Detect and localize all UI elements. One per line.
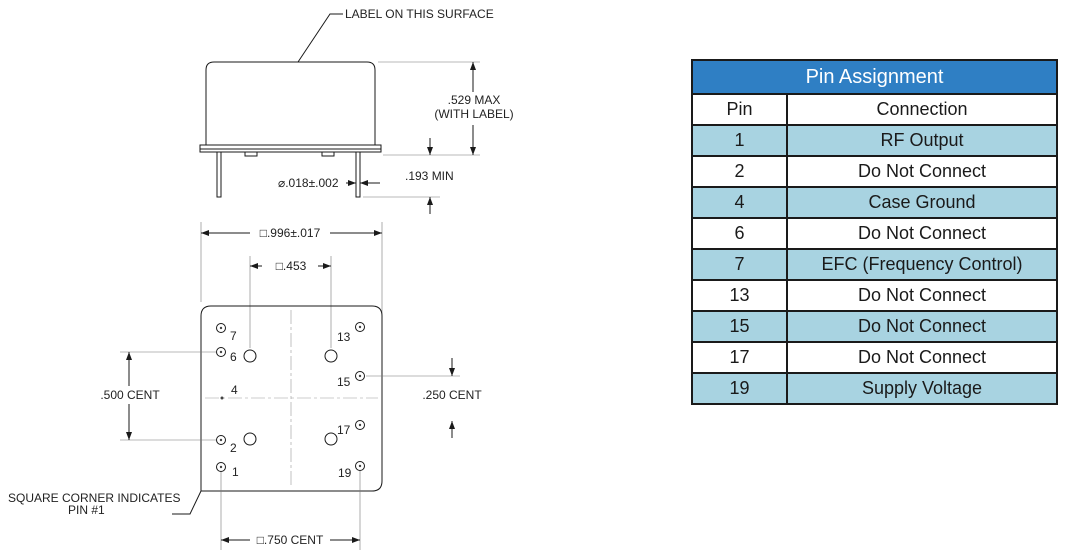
standoff-hole-tr xyxy=(324,349,338,363)
pin-cell: 19 xyxy=(691,372,788,405)
connection-cell: Do Not Connect xyxy=(786,310,1058,343)
connection-cell: Do Not Connect xyxy=(786,279,1058,312)
table-row: 2 Do Not Connect xyxy=(691,155,1058,188)
pin-cell: 4 xyxy=(691,186,788,219)
pin-assignment-table: Pin Assignment Pin Connection 1 RF Outpu… xyxy=(691,59,1058,405)
height-max-label: .529 MAX xyxy=(448,93,501,107)
pin-cell: 13 xyxy=(691,279,788,312)
pin-1-label: 1 xyxy=(232,465,239,479)
pin-diameter-label: ⌀.018±.002 xyxy=(278,176,339,190)
table-row: 4 Case Ground xyxy=(691,186,1058,219)
pin-15-label: 15 xyxy=(337,375,351,389)
label-leader-line xyxy=(297,13,343,63)
standoff-left xyxy=(244,151,258,157)
oscillator-body xyxy=(205,61,376,146)
bottom-view: □.996±.017 □.453 7 6 4 2 1 13 xyxy=(8,222,482,550)
bottom-outline xyxy=(200,305,383,492)
connection-cell: Do Not Connect xyxy=(786,155,1058,188)
pin-lead-right xyxy=(355,151,361,198)
pin-4-label: 4 xyxy=(231,383,238,397)
connection-cell: Supply Voltage xyxy=(786,372,1058,405)
standoff-hole-br xyxy=(324,432,338,446)
connection-cell: Case Ground xyxy=(786,186,1058,219)
table-row: 19 Supply Voltage xyxy=(691,372,1058,405)
table-row: 13 Do Not Connect xyxy=(691,279,1058,312)
table-row: 15 Do Not Connect xyxy=(691,310,1058,343)
pin-cell: 2 xyxy=(691,155,788,188)
pin-4-pad xyxy=(220,396,224,400)
table-row: 1 RF Output xyxy=(691,124,1058,157)
column-header-connection: Connection xyxy=(786,93,1058,126)
standoff-right xyxy=(321,151,335,157)
pin-cell: 7 xyxy=(691,248,788,281)
connection-cell: Do Not Connect xyxy=(786,341,1058,374)
pin-19-pad xyxy=(355,461,365,471)
pin-15-pad xyxy=(355,371,365,381)
pin-2-pad xyxy=(216,435,226,445)
pin-13-label: 13 xyxy=(337,330,351,344)
mechanical-drawing: LABEL ON THIS SURFACE .529 MAX (WITH LAB… xyxy=(8,7,514,550)
pin-7-label: 7 xyxy=(230,329,237,343)
pin-13-pad xyxy=(355,322,365,332)
table-title: Pin Assignment xyxy=(691,59,1058,95)
height-note-label: (WITH LABEL) xyxy=(434,107,513,121)
pin-lead-left xyxy=(216,151,222,198)
corner-note-leader xyxy=(172,490,202,515)
connection-cell: Do Not Connect xyxy=(786,217,1058,250)
table-row: 6 Do Not Connect xyxy=(691,217,1058,250)
half-cent-label: .250 CENT xyxy=(422,388,482,402)
inner-spacing-label: □.453 xyxy=(276,259,307,273)
pin-17-label: 17 xyxy=(337,423,351,437)
pin-7-pad xyxy=(216,323,226,333)
pin-6-pad xyxy=(216,347,226,357)
pin-1-pad xyxy=(216,462,226,472)
column-header-pin: Pin xyxy=(691,93,788,126)
vertical-cent-label: .500 CENT xyxy=(100,388,160,402)
pin-cell: 6 xyxy=(691,217,788,250)
connection-cell: RF Output xyxy=(786,124,1058,157)
connection-cell: EFC (Frequency Control) xyxy=(786,248,1058,281)
pin-cell: 1 xyxy=(691,124,788,157)
corner-note-line2: PIN #1 xyxy=(68,503,105,517)
table-row: 7 EFC (Frequency Control) xyxy=(691,248,1058,281)
pin-length-label: .193 MIN xyxy=(405,169,454,183)
bottom-cent-label: □.750 CENT xyxy=(257,533,324,547)
pin-19-label: 19 xyxy=(338,466,352,480)
pin-17-pad xyxy=(355,420,365,430)
body-size-label: □.996±.017 xyxy=(260,226,321,240)
side-view: LABEL ON THIS SURFACE .529 MAX (WITH LAB… xyxy=(199,7,514,214)
pin-cell: 17 xyxy=(691,341,788,374)
standoff-hole-tl xyxy=(243,349,257,363)
pin-cell: 15 xyxy=(691,310,788,343)
standoff-hole-bl xyxy=(243,432,257,446)
corner-note-line1: SQUARE CORNER INDICATES xyxy=(8,491,180,505)
pin-6-label: 6 xyxy=(230,350,237,364)
label-note: LABEL ON THIS SURFACE xyxy=(345,7,494,21)
table-row: 17 Do Not Connect xyxy=(691,341,1058,374)
pin-2-label: 2 xyxy=(230,441,237,455)
